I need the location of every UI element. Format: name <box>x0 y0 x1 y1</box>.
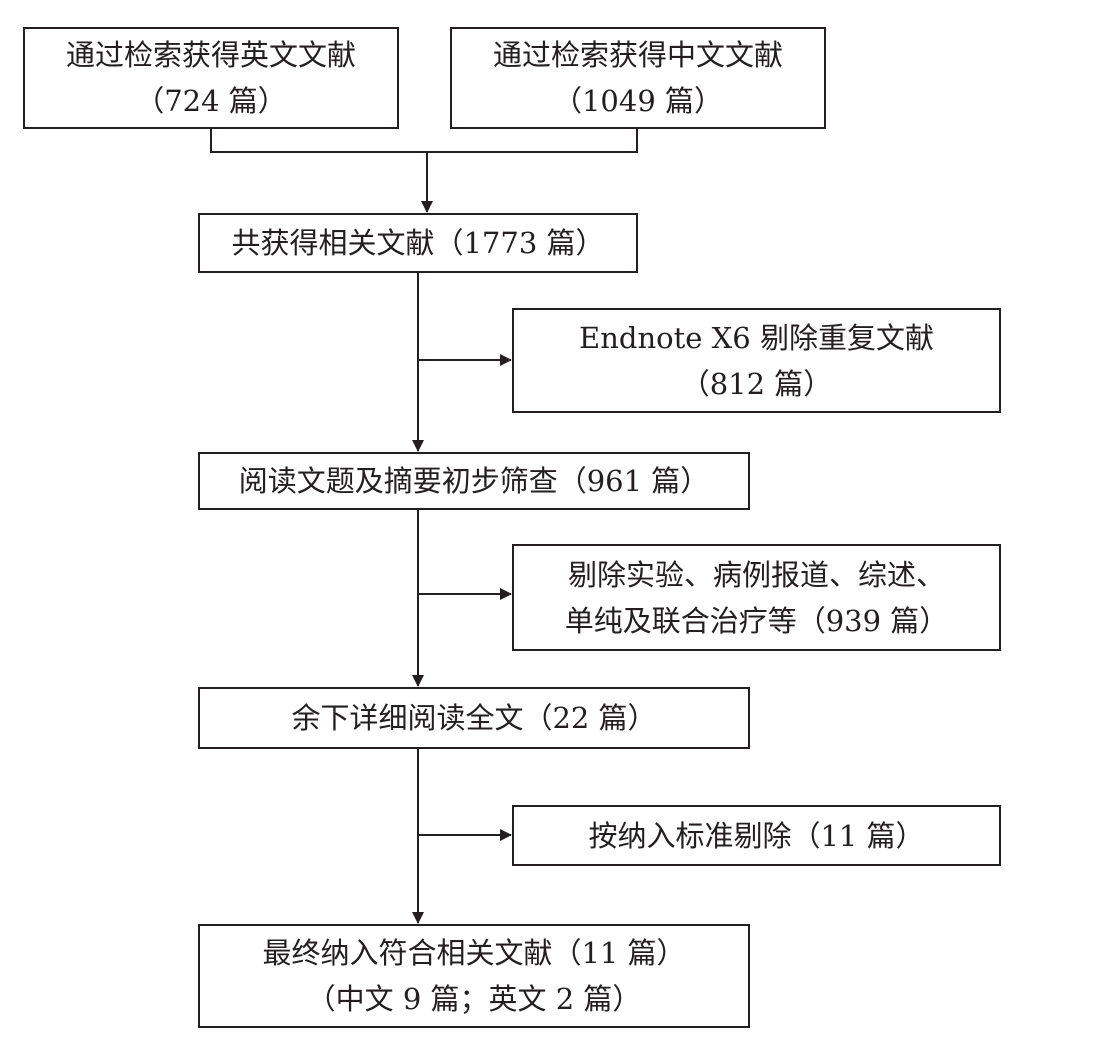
full-text-label: 余下详细阅读全文（22 篇） <box>291 701 657 735</box>
english-search-title: 通过检索获得英文文献 <box>65 38 356 72</box>
merge-connector <box>210 128 638 153</box>
english-search-count: （724 篇） <box>135 84 287 118</box>
excluded-types-line2: 单纯及联合治疗等（939 篇） <box>564 603 949 638</box>
criteria-removed-label: 按纳入标准剔除（11 篇） <box>588 818 925 853</box>
final-breakdown: （中文 9 篇；英文 2 篇） <box>306 982 642 1016</box>
screening-box: 阅读文题及摘要初步筛查（961 篇） <box>198 452 750 510</box>
english-search-box: 通过检索获得英文文献 （724 篇） <box>23 27 399 129</box>
duplicates-removed-title: Endnote X6 剔除重复文献 <box>579 320 934 355</box>
duplicates-removed-box: Endnote X6 剔除重复文献 （812 篇） <box>512 308 1001 413</box>
screening-label: 阅读文题及摘要初步筛查（961 篇） <box>238 464 710 498</box>
duplicates-removed-count: （812 篇） <box>680 366 833 401</box>
total-box: 共获得相关文献（1773 篇） <box>198 213 638 273</box>
chinese-search-box: 通过检索获得中文文献 （1049 篇） <box>450 27 826 129</box>
excluded-types-box: 剔除实验、病例报道、综述、 单纯及联合治疗等（939 篇） <box>512 544 1001 651</box>
total-label: 共获得相关文献（1773 篇） <box>231 226 605 260</box>
full-text-box: 余下详细阅读全文（22 篇） <box>198 687 750 749</box>
chinese-search-title: 通过检索获得中文文献 <box>492 38 783 72</box>
chinese-search-count: （1049 篇） <box>552 84 724 118</box>
final-title: 最终纳入符合相关文献（11 篇） <box>262 936 686 970</box>
final-box: 最终纳入符合相关文献（11 篇） （中文 9 篇；英文 2 篇） <box>198 924 750 1028</box>
criteria-removed-box: 按纳入标准剔除（11 篇） <box>512 805 1001 866</box>
excluded-types-line1: 剔除实验、病例报道、综述、 <box>567 557 945 592</box>
